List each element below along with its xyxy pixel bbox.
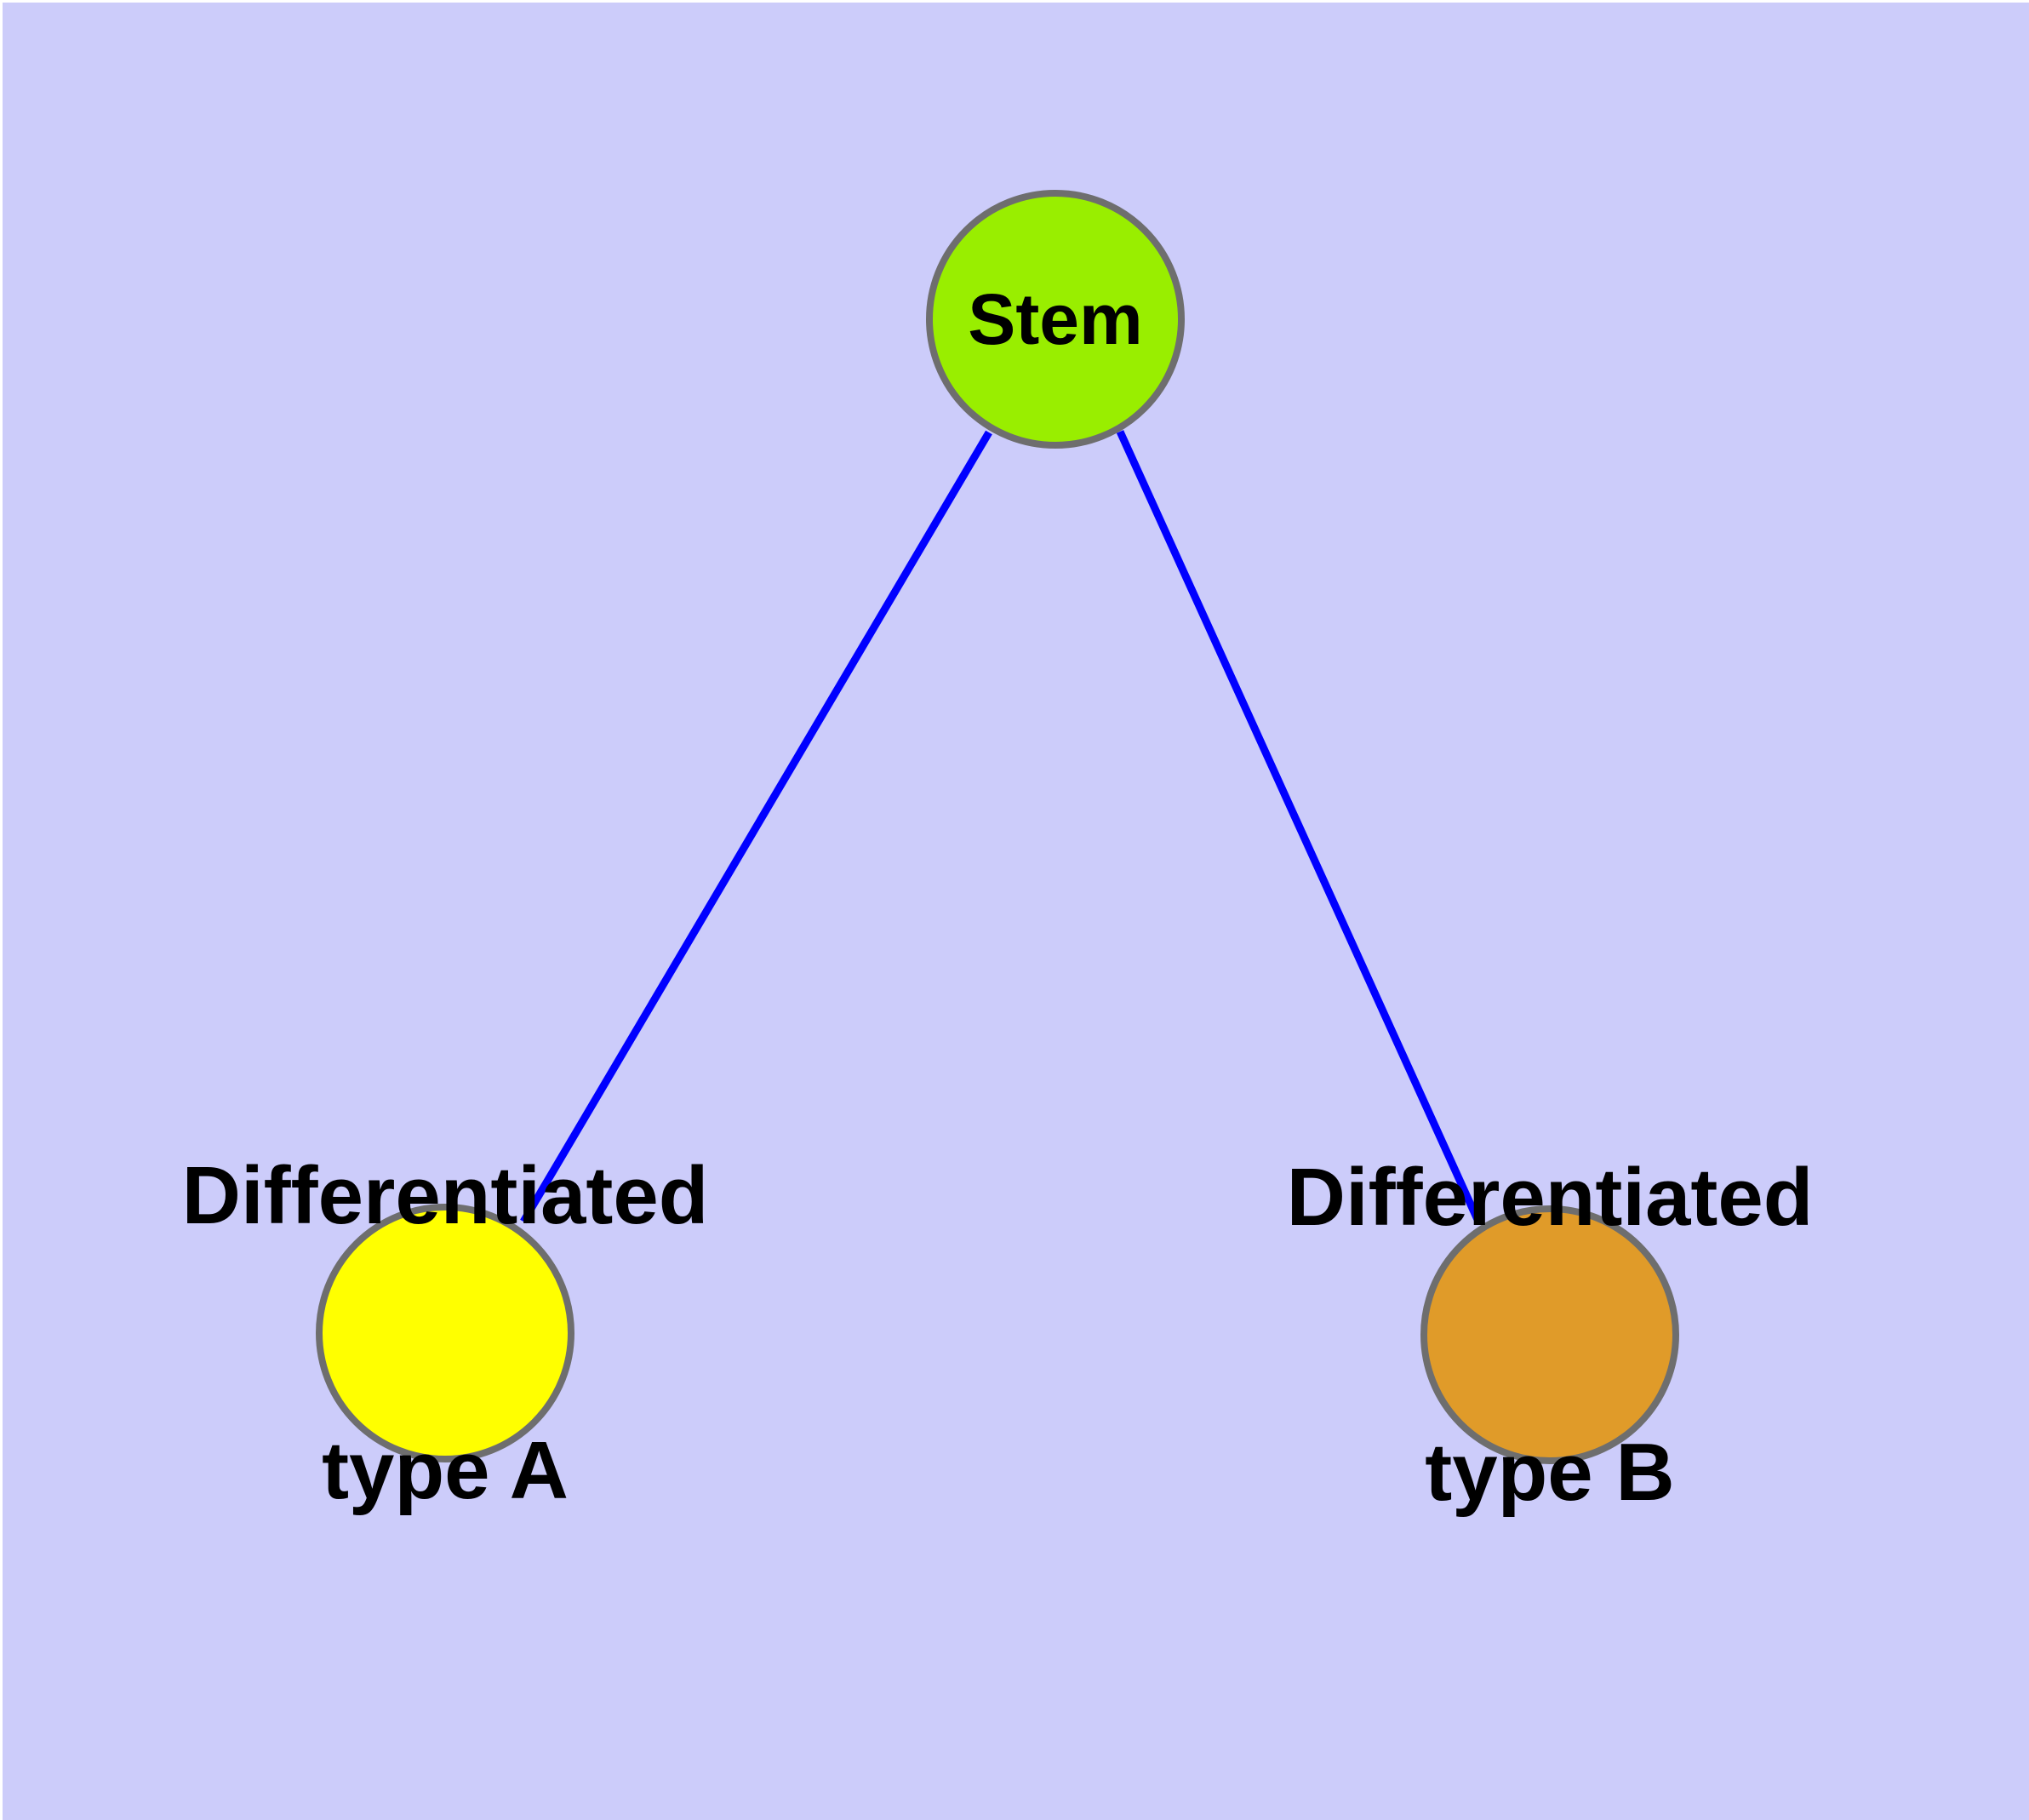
node-differentiated-type-a[interactable] xyxy=(316,1204,574,1462)
graph-svg xyxy=(316,190,1679,1464)
node-layer xyxy=(316,190,1679,1464)
node-stem[interactable] xyxy=(926,190,1185,449)
edge-layer xyxy=(520,430,1483,1225)
edge-stem-to-diff-b[interactable] xyxy=(1116,430,1483,1225)
node-differentiated-type-b[interactable] xyxy=(1420,1205,1679,1464)
edge-stem-to-diff-a[interactable] xyxy=(520,430,992,1224)
